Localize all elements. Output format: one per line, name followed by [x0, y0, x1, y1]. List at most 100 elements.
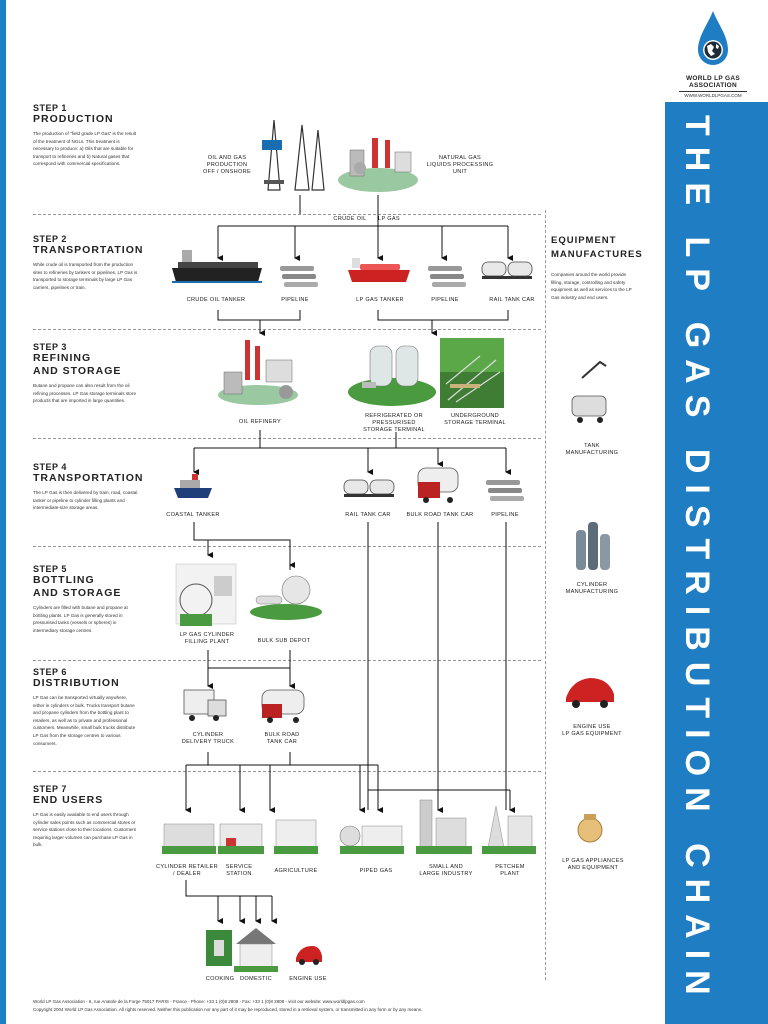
step-title: TRANSPORTATION — [33, 472, 144, 484]
step-number: STEP 7 — [33, 784, 67, 794]
step-title: DISTRIBUTION — [33, 677, 120, 689]
wlpga-logo: WORLD LP GAS ASSOCIATION WWW.WORLDLPGAS.… — [665, 10, 761, 98]
coastal-tanker-illustration — [174, 474, 212, 498]
step-number: STEP 1 — [33, 103, 67, 113]
step-title: END USERS — [33, 794, 104, 806]
label-bulk-road-tank-car: BULK ROAD TANK CAR — [406, 512, 474, 518]
filling-plant-illustration — [175, 563, 237, 626]
label-oil-refinery: OIL REFINERY — [238, 419, 282, 425]
step-number: STEP 3 — [33, 342, 67, 352]
step-3: STEP 3 REFINING AND STORAGE Butane and p… — [33, 342, 138, 405]
step-title: BOTTLING — [33, 574, 95, 586]
label-crude-oil: CRUDE OIL — [333, 216, 367, 222]
section-divider — [33, 438, 541, 439]
title-band — [665, 102, 768, 1024]
section-divider — [33, 771, 541, 772]
label-cooking: COOKING — [205, 976, 235, 982]
step-number: STEP 6 — [33, 667, 67, 677]
crude-oil-tanker-illustration — [172, 250, 262, 283]
cylinder-manufacturing-illustration — [576, 522, 610, 570]
section-divider — [33, 660, 541, 661]
pipeline-illustration — [280, 266, 318, 287]
label-rail-tank-car: RAIL TANK CAR — [489, 297, 535, 303]
footer: World LP Gas Association - 6, rue Anatol… — [33, 998, 658, 1014]
label-piped-gas: PIPED GAS — [359, 868, 393, 874]
lp-gas-tanker-illustration — [348, 258, 410, 282]
step-number: STEP 2 — [33, 234, 67, 244]
service-station-illustration — [218, 823, 264, 854]
label-crude-oil-tanker: CRUDE OIL TANKER — [186, 297, 246, 303]
underground-storage-illustration — [440, 338, 504, 408]
footer-copyright: Copyright 2004 World LP Gas Association.… — [33, 1007, 423, 1012]
step-title: PRODUCTION — [33, 113, 114, 125]
step-description: LP Gas is easily available to end users … — [33, 812, 137, 848]
bulk-road-tank-car-illustration — [417, 467, 459, 503]
oil-rig-illustration — [262, 119, 325, 191]
retailer-illustration — [162, 823, 216, 854]
step-description: Butane and propane can also result from … — [33, 383, 137, 404]
label-agriculture: AGRICULTURE — [274, 868, 318, 874]
oil-refinery-illustration — [218, 340, 298, 405]
tank-manufacturing-illustration — [571, 360, 607, 423]
lp-gas-appliance-illustration — [577, 814, 603, 843]
label-domestic: DOMESTIC — [240, 976, 272, 982]
step-1: STEP 1 PRODUCTION The production of "fie… — [33, 103, 138, 168]
pipeline-illustration — [486, 480, 524, 501]
cylinder-delivery-truck-illustration — [183, 689, 227, 721]
step-title: TRANSPORTATION — [33, 244, 144, 256]
footer-contact: World LP Gas Association - 6, rue Anatol… — [33, 999, 365, 1004]
rail-tank-car-illustration — [481, 261, 533, 279]
step-title-line-2: AND STORAGE — [33, 365, 122, 377]
agriculture-illustration — [274, 819, 318, 854]
step-7: STEP 7 END USERS LP Gas is easily availa… — [33, 784, 138, 849]
section-divider — [33, 214, 541, 215]
piped-gas-illustration — [339, 825, 404, 854]
bulk-sub-depot-illustration — [250, 575, 322, 620]
label-coastal-tanker: COASTAL TANKER — [166, 512, 220, 518]
step-description: The production of "field grade LP Gas" i… — [33, 131, 137, 167]
step-description: Cylinders are filled with butane and pro… — [33, 605, 128, 633]
step-description: While crude oil is transported from the … — [33, 262, 138, 290]
label-rail-tank-car: RAIL TANK CAR — [345, 512, 391, 518]
step-description: LP Gas can be transported virtually anyw… — [33, 695, 136, 746]
bulk-road-tank-car-illustration — [261, 689, 305, 723]
label-lp-gas-tanker: LP GAS TANKER — [356, 297, 404, 303]
org-url[interactable]: WWW.WORLDLPGAS.COM — [679, 91, 747, 98]
industry-illustration — [416, 799, 472, 854]
org-name: WORLD LP GAS ASSOCIATION — [685, 75, 741, 89]
car-illustration — [296, 946, 322, 965]
step-description: The LP Gas is then delivered by train, r… — [33, 490, 138, 511]
left-accent-bar — [0, 0, 6, 1024]
label-pipeline: PIPELINE — [281, 297, 309, 303]
step-title: REFINING — [33, 352, 92, 364]
ngl-plant-illustration — [338, 138, 418, 192]
equipment-description: Companies around the world provide filli… — [551, 272, 632, 300]
label-lp-gas: LP GAS — [378, 216, 400, 222]
gas-drop-globe-icon — [698, 11, 728, 65]
label-cylinder-retailer: CYLINDER RETAILER/ DEALER — [156, 864, 218, 877]
label-pipeline: PIPELINE — [491, 512, 519, 518]
domestic-house-illustration — [234, 928, 278, 972]
equipment-title: EQUIPMENT MANUFACTURES — [551, 235, 643, 260]
label-engine-use: ENGINE USE — [289, 976, 327, 982]
section-divider — [33, 329, 541, 330]
petchem-plant-illustration — [482, 805, 536, 854]
step-6: STEP 6 DISTRIBUTION LP Gas can be transp… — [33, 667, 138, 747]
cooking-illustration — [206, 930, 232, 966]
pipeline-illustration — [428, 266, 466, 287]
